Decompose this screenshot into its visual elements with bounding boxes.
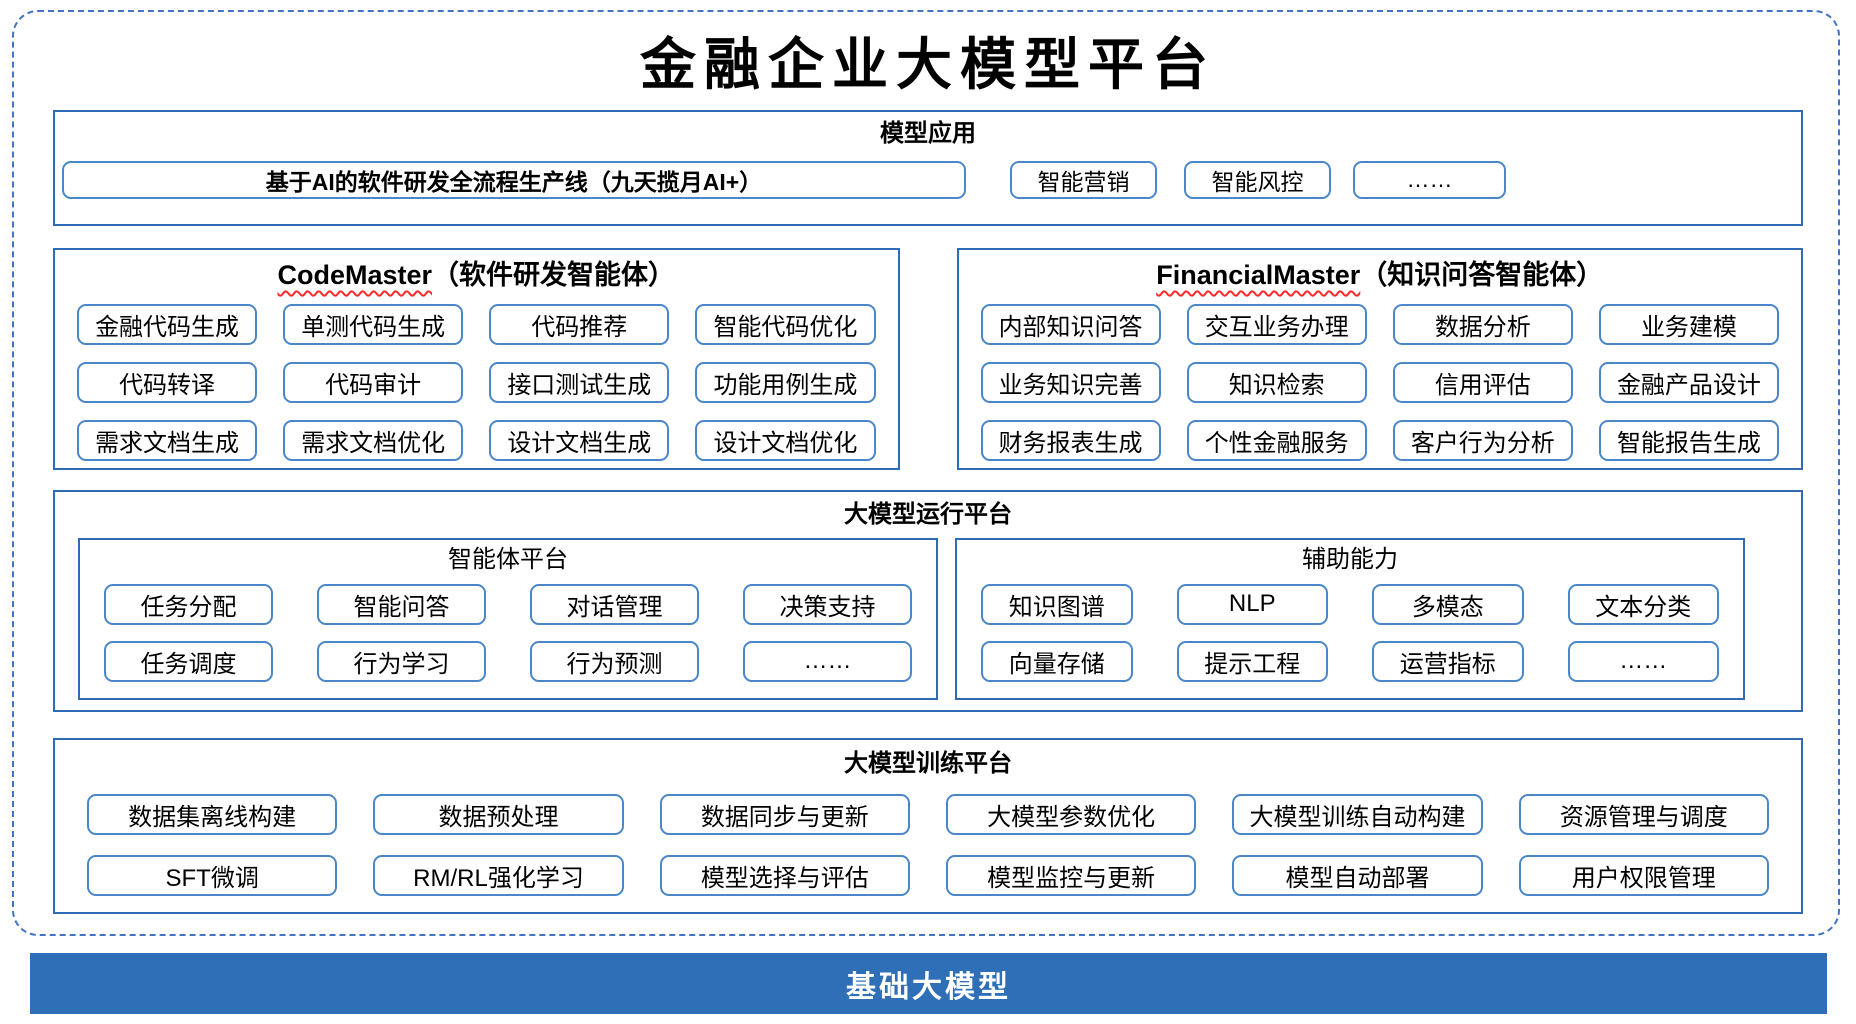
section-model-apps: 模型应用 基于AI的软件研发全流程生产线（九天揽月AI+） 智能营销 智能风控 …	[53, 110, 1803, 226]
financialmaster-item: 金融产品设计	[1598, 361, 1779, 403]
codemaster-item: 设计文档优化	[695, 419, 876, 461]
agent-platform-item: 决策支持	[743, 583, 912, 625]
aux-capabilities-title: 辅助能力	[1302, 546, 1398, 573]
codemaster-item: 代码审计	[283, 361, 464, 403]
codemaster-item: 接口测试生成	[489, 361, 670, 403]
financialmaster-item: 数据分析	[1392, 303, 1573, 345]
agent-platform-item: 任务调度	[104, 640, 273, 682]
agents-row: CodeMaster（软件研发智能体） 金融代码生成 单测代码生成 代码推荐 智…	[53, 248, 1803, 470]
codemaster-item: 智能代码优化	[695, 303, 876, 345]
agent-platform-item: 对话管理	[530, 583, 699, 625]
financialmaster-item: 交互业务办理	[1186, 303, 1367, 345]
agent-platform-item: 行为学习	[317, 640, 486, 682]
financialmaster-item: 信用评估	[1392, 361, 1573, 403]
training-grid: 数据集离线构建 数据预处理 数据同步与更新 大模型参数优化 大模型训练自动构建 …	[55, 779, 1801, 896]
financialmaster-item: 财务报表生成	[980, 419, 1161, 461]
section-training-platform: 大模型训练平台 数据集离线构建 数据预处理 数据同步与更新 大模型参数优化 大模…	[53, 738, 1803, 914]
codemaster-item: 代码推荐	[489, 303, 670, 345]
subsection-agent-platform: 智能体平台 任务分配 智能问答 对话管理 决策支持 任务调度 行为学习 行为预测…	[78, 538, 938, 700]
aux-capability-item: 文本分类	[1567, 583, 1719, 625]
financialmaster-title: FinancialMaster（知识问答智能体）	[959, 259, 1802, 293]
training-item: 大模型参数优化	[945, 793, 1197, 835]
financialmaster-item: 内部知识问答	[980, 303, 1161, 345]
training-item: 数据预处理	[373, 793, 624, 835]
financialmaster-grid: 内部知识问答 交互业务办理 数据分析 业务建模 业务知识完善 知识检索 信用评估…	[959, 293, 1802, 461]
agent-platform-item: 智能问答	[317, 583, 486, 625]
financialmaster-item: 业务知识完善	[980, 361, 1161, 403]
app-box: ……	[1353, 160, 1506, 199]
codemaster-item: 需求文档优化	[283, 419, 464, 461]
aux-capability-item: 运营指标	[1372, 640, 1524, 682]
outer-dashed-frame	[12, 10, 1840, 936]
training-item: 数据同步与更新	[659, 793, 910, 835]
training-item: RM/RL强化学习	[373, 854, 624, 896]
aux-capability-item: ……	[1567, 640, 1719, 682]
aux-capability-item: NLP	[1176, 583, 1328, 625]
financialmaster-suffix: （知识问答智能体）	[1360, 260, 1604, 290]
aux-capability-item: 多模态	[1372, 583, 1524, 625]
codemaster-suffix: （软件研发智能体）	[432, 260, 676, 290]
codemaster-item: 设计文档生成	[489, 419, 670, 461]
codemaster-item: 金融代码生成	[77, 303, 258, 345]
subsection-aux-capabilities: 辅助能力 知识图谱 NLP 多模态 文本分类 向量存储 提示工程 运营指标 ……	[955, 538, 1745, 700]
training-item: 模型自动部署	[1232, 854, 1483, 896]
training-item: 用户权限管理	[1518, 854, 1769, 896]
app-pipeline-box: 基于AI的软件研发全流程生产线（九天揽月AI+）	[62, 160, 966, 199]
aux-capability-item: 向量存储	[981, 640, 1133, 682]
agent-platform-title: 智能体平台	[448, 546, 568, 573]
training-item: SFT微调	[87, 854, 338, 896]
training-header: 大模型训练平台	[844, 750, 1012, 777]
training-item: 数据集离线构建	[87, 793, 338, 835]
financialmaster-item: 个性金融服务	[1186, 419, 1367, 461]
financialmaster-item: 客户行为分析	[1392, 419, 1573, 461]
codemaster-title: CodeMaster（软件研发智能体）	[55, 259, 898, 293]
aux-capabilities-grid: 知识图谱 NLP 多模态 文本分类 向量存储 提示工程 运营指标 ……	[957, 575, 1743, 682]
agent-platform-item: ……	[743, 640, 912, 682]
agent-platform-item: 行为预测	[530, 640, 699, 682]
section-codemaster: CodeMaster（软件研发智能体） 金融代码生成 单测代码生成 代码推荐 智…	[53, 248, 900, 470]
model-apps-row: 基于AI的软件研发全流程生产线（九天揽月AI+） 智能营销 智能风控 ……	[62, 160, 1801, 199]
training-item: 模型监控与更新	[945, 854, 1197, 896]
codemaster-item: 单测代码生成	[283, 303, 464, 345]
agent-platform-grid: 任务分配 智能问答 对话管理 决策支持 任务调度 行为学习 行为预测 ……	[80, 575, 936, 682]
app-box: 智能营销	[1010, 160, 1157, 199]
foundation-model-bar: 基础大模型	[30, 953, 1827, 1014]
codemaster-item: 代码转译	[77, 361, 258, 403]
aux-capability-item: 提示工程	[1176, 640, 1328, 682]
codemaster-item: 需求文档生成	[77, 419, 258, 461]
codemaster-name: CodeMaster	[277, 260, 433, 290]
financialmaster-item: 智能报告生成	[1598, 419, 1779, 461]
training-item: 大模型训练自动构建	[1232, 793, 1483, 835]
training-item: 资源管理与调度	[1518, 793, 1769, 835]
financialmaster-item: 知识检索	[1186, 361, 1367, 403]
section-runtime-platform: 大模型运行平台 智能体平台 任务分配 智能问答 对话管理 决策支持 任务调度 行…	[53, 490, 1803, 712]
codemaster-grid: 金融代码生成 单测代码生成 代码推荐 智能代码优化 代码转译 代码审计 接口测试…	[55, 293, 898, 461]
aux-capability-item: 知识图谱	[981, 583, 1133, 625]
training-item: 模型选择与评估	[659, 854, 910, 896]
section-financialmaster: FinancialMaster（知识问答智能体） 内部知识问答 交互业务办理 数…	[956, 248, 1803, 470]
codemaster-item: 功能用例生成	[695, 361, 876, 403]
runtime-header: 大模型运行平台	[844, 501, 1012, 528]
financialmaster-name: FinancialMaster	[1156, 260, 1361, 290]
app-box: 智能风控	[1184, 160, 1331, 199]
model-apps-header: 模型应用	[880, 120, 976, 147]
financialmaster-item: 业务建模	[1598, 303, 1779, 345]
page-title: 金融企业大模型平台	[640, 35, 1216, 97]
agent-platform-item: 任务分配	[104, 583, 273, 625]
